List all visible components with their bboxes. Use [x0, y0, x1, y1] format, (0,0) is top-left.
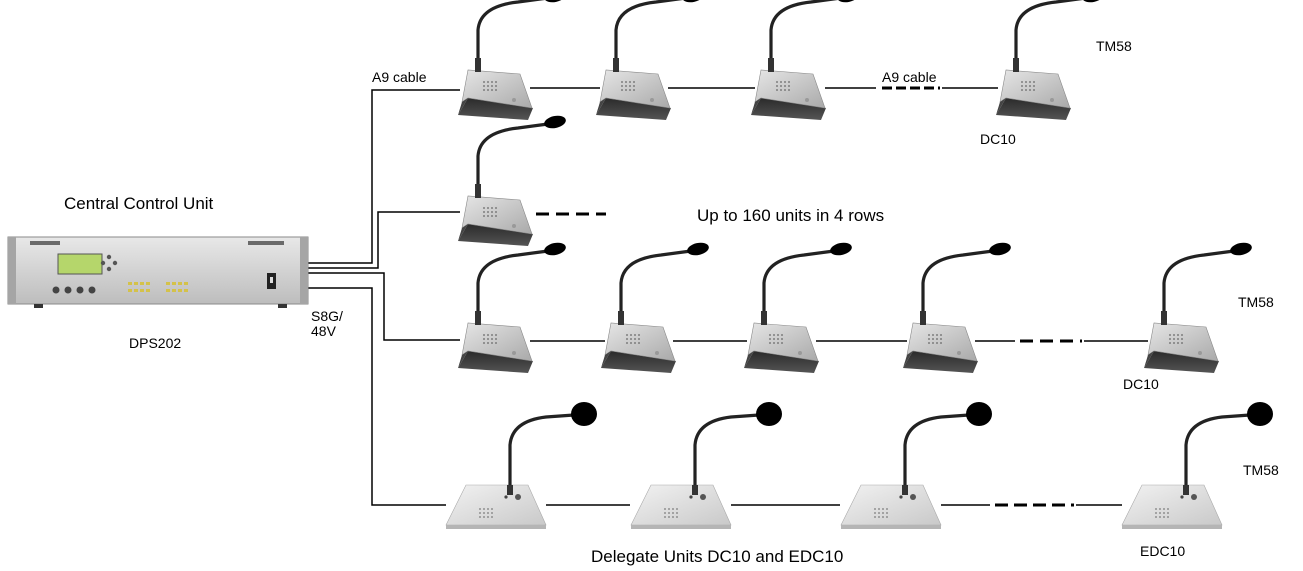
trunk-cable-label: S8G/: [311, 308, 343, 324]
row1-cable-mid-label: A9 cable: [882, 69, 937, 85]
row4-delegate-unit-3: [839, 400, 994, 531]
row3-delegate-unit-5: [1142, 239, 1255, 375]
trunk-row2: [305, 211, 460, 269]
ccu-title: Central Control Unit: [64, 194, 214, 213]
row3-units: [456, 239, 1255, 375]
trunk-row4: [305, 287, 446, 506]
row3-delegate-unit-3: [742, 239, 855, 375]
row1-delegate-unit-3: [749, 0, 862, 122]
wiring: [305, 86, 1148, 507]
row3-delegate-unit-1: [456, 239, 569, 375]
capacity-note: Up to 160 units in 4 rows: [697, 206, 885, 225]
row1-dc10-label: DC10: [980, 131, 1016, 147]
trunk-voltage-label: 48V: [311, 323, 336, 339]
row3-tm58-label: TM58: [1238, 294, 1274, 310]
row1-units: [456, 0, 1107, 122]
row4-tm58-label: TM58: [1243, 462, 1279, 478]
row3-dc10-label: DC10: [1123, 376, 1159, 392]
row2-delegate-unit-1: [456, 112, 569, 248]
row2-units: [456, 112, 569, 248]
central-control-unit: [7, 236, 309, 308]
row3-delegate-unit-4: [901, 239, 1014, 375]
diagram-caption: Delegate Units DC10 and EDC10: [591, 547, 844, 566]
row1-cable-label: A9 cable: [372, 69, 427, 85]
trunk-row1: [305, 89, 460, 264]
row4-delegate-unit-1: [444, 400, 599, 531]
row1-delegate-unit-1: [456, 0, 569, 122]
trunk-row3: [305, 272, 460, 341]
row1-delegate-unit-2: [594, 0, 707, 122]
ccu-model-label: DPS202: [129, 335, 182, 351]
row1-tm58-label: TM58: [1096, 38, 1132, 54]
lcd-display: [57, 253, 103, 275]
row1-delegate-unit-4: [994, 0, 1107, 122]
row4-delegate-unit-2: [629, 400, 784, 531]
row4-edc10-label: EDC10: [1140, 543, 1186, 559]
row4-units: [444, 400, 1275, 531]
row3-delegate-unit-2: [599, 239, 712, 375]
